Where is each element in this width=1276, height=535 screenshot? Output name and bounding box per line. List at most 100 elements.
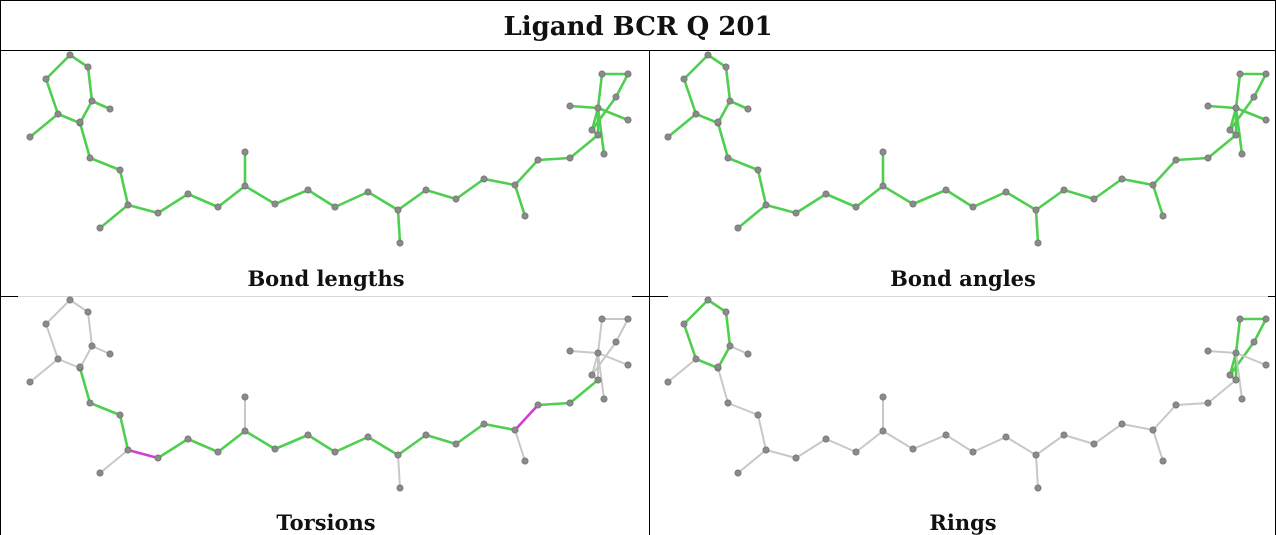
bond-angles-atom-23 bbox=[1034, 239, 1042, 247]
torsions-atom-5 bbox=[106, 350, 114, 358]
bond-angles-atom-30 bbox=[1204, 154, 1212, 162]
bond-angles-bond-1 bbox=[682, 53, 710, 81]
rings-bond-29 bbox=[1175, 402, 1209, 406]
column-divider bbox=[649, 50, 650, 535]
rings-atom-5 bbox=[744, 350, 752, 358]
bond-angles-bond-29 bbox=[1174, 156, 1210, 162]
molecule-rings bbox=[664, 296, 1270, 492]
bond-lengths-bond-9 bbox=[88, 156, 122, 172]
torsions-atom-32 bbox=[598, 315, 606, 323]
rings-bond-26 bbox=[1121, 423, 1154, 431]
rings-atom-12 bbox=[734, 469, 742, 477]
bond-lengths-atom-30 bbox=[566, 154, 574, 162]
bond-lengths-bond-2 bbox=[86, 65, 94, 103]
bond-lengths-bond-34 bbox=[614, 72, 630, 99]
rings-bond-10 bbox=[757, 414, 767, 451]
rings-bond-0 bbox=[706, 298, 728, 314]
bond-angles-bond-13 bbox=[794, 192, 828, 215]
bond-angles-bond-7 bbox=[666, 112, 698, 139]
bond-lengths-bond-26 bbox=[482, 177, 517, 187]
rings-atom-0 bbox=[704, 296, 712, 304]
rings-bond-30 bbox=[1207, 379, 1237, 404]
bond-angles-atom-16 bbox=[879, 182, 887, 190]
bond-lengths-bond-13 bbox=[156, 192, 190, 215]
rings-atom-22 bbox=[1032, 451, 1040, 459]
row-divider-left bbox=[0, 296, 18, 297]
bond-angles-bond-34 bbox=[1252, 72, 1268, 99]
bond-lengths-atom-24 bbox=[422, 186, 430, 194]
torsions-bond-13 bbox=[156, 437, 190, 460]
bond-lengths-atom-28 bbox=[521, 212, 529, 220]
bond-lengths-bond-21 bbox=[366, 190, 400, 212]
torsions-bond-18 bbox=[273, 433, 310, 451]
rings-atom-39 bbox=[1238, 395, 1246, 403]
bond-angles-atom-34 bbox=[1250, 93, 1258, 101]
rings-atom-26 bbox=[1118, 420, 1126, 428]
rings-bond-8 bbox=[717, 367, 729, 404]
torsions-atom-30 bbox=[566, 399, 574, 407]
rings-atom-30 bbox=[1204, 399, 1212, 407]
rings-bond-34 bbox=[1252, 317, 1268, 344]
bond-lengths-bond-12 bbox=[126, 203, 160, 215]
rings-bond-13 bbox=[795, 438, 827, 459]
torsions-atom-1 bbox=[84, 308, 92, 316]
bond-lengths-bond-15 bbox=[216, 184, 247, 209]
bond-angles-atom-36 bbox=[1232, 104, 1240, 112]
bond-angles-bond-24 bbox=[1062, 188, 1096, 201]
bond-lengths-atom-11 bbox=[124, 201, 132, 209]
bond-lengths-atom-29 bbox=[534, 156, 542, 164]
bond-angles-atom-1 bbox=[722, 63, 730, 71]
bond-angles-atom-18 bbox=[909, 200, 917, 208]
bond-angles-bond-4 bbox=[694, 112, 720, 125]
bond-lengths-bond-17 bbox=[243, 184, 277, 206]
bond-angles-atom-24 bbox=[1060, 186, 1068, 194]
torsions-atom-21 bbox=[364, 433, 372, 441]
bond-lengths-bond-27 bbox=[513, 183, 527, 218]
rings-bond-11 bbox=[737, 449, 767, 474]
bond-angles-atom-11 bbox=[762, 201, 770, 209]
torsions-atom-39 bbox=[600, 395, 608, 403]
bond-lengths-atom-16 bbox=[241, 182, 249, 190]
torsions-atom-19 bbox=[304, 431, 312, 439]
rings-atom-3 bbox=[726, 342, 734, 350]
bond-lengths-bond-0 bbox=[68, 53, 90, 69]
rings-atom-10 bbox=[754, 411, 762, 419]
panel-label-torsions: Torsions bbox=[276, 510, 376, 535]
bond-angles-bond-39 bbox=[1234, 106, 1244, 156]
bond-angles-bond-23 bbox=[1034, 188, 1066, 212]
rings-atom-33 bbox=[1262, 315, 1270, 323]
rings-bond-39 bbox=[1235, 352, 1243, 400]
rings-bond-24 bbox=[1063, 434, 1095, 445]
rings-atom-19 bbox=[942, 431, 950, 439]
bond-lengths-atom-36 bbox=[594, 104, 602, 112]
torsions-bond-38 bbox=[597, 352, 629, 366]
rings-bond-32 bbox=[1234, 317, 1242, 355]
rings-atom-2 bbox=[680, 320, 688, 328]
bond-lengths-bond-32 bbox=[596, 72, 604, 110]
rings-bond-9 bbox=[727, 402, 759, 416]
rings-bond-1 bbox=[682, 298, 710, 326]
bond-angles-atom-32 bbox=[1236, 70, 1244, 78]
rings-bond-15 bbox=[855, 430, 884, 453]
rings-atom-18 bbox=[909, 445, 917, 453]
torsions-atom-9 bbox=[86, 399, 94, 407]
bond-lengths-atom-14 bbox=[184, 190, 192, 198]
bond-lengths-bond-18 bbox=[273, 188, 310, 206]
row-divider-center bbox=[632, 296, 668, 297]
rings-bond-22 bbox=[1035, 454, 1039, 489]
rings-atom-21 bbox=[1002, 433, 1010, 441]
panel-label-bond-lengths: Bond lengths bbox=[247, 266, 405, 291]
torsions-bond-10 bbox=[118, 413, 130, 452]
torsions-bond-24 bbox=[424, 433, 458, 446]
torsions-bond-21 bbox=[366, 435, 400, 457]
bond-angles-atom-35 bbox=[1204, 102, 1212, 110]
torsions-atom-16 bbox=[241, 427, 249, 435]
torsions-atom-0 bbox=[66, 296, 74, 304]
rings-bond-21 bbox=[1005, 436, 1037, 456]
rings-atom-29 bbox=[1172, 401, 1180, 409]
row-divider-right bbox=[1268, 296, 1276, 297]
row-divider-mid-left bbox=[18, 296, 632, 297]
torsions-bond-22 bbox=[397, 454, 401, 489]
rings-bond-35 bbox=[1228, 340, 1256, 377]
